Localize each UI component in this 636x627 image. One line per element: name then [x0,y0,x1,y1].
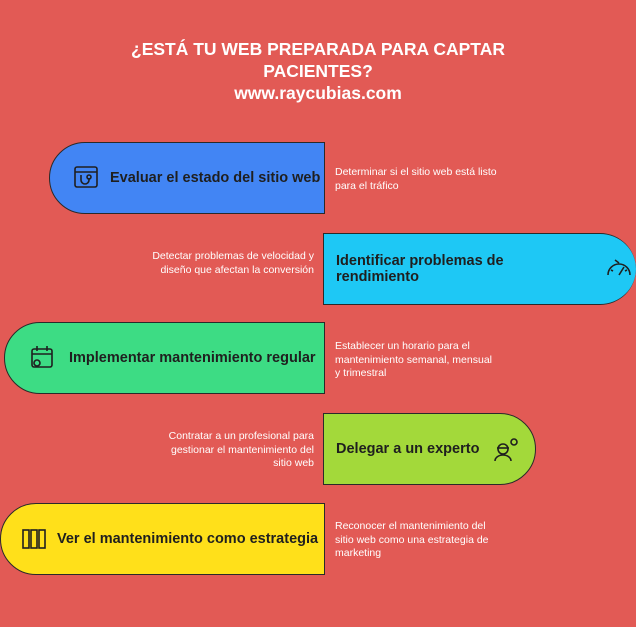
step-description: Reconocer el mantenimiento del sitio web… [335,520,489,559]
step-delegate: Delegar a un experto [323,413,536,485]
step-description: Determinar si el sitio web está listo pa… [335,166,497,192]
calendar-gear-icon [25,341,59,375]
step-evaluate: Evaluar el estado del sitio web [49,142,325,214]
title-line-1: ¿ESTÁ TU WEB PREPARADA PARA CAPTAR [131,39,505,59]
step-label: Implementar mantenimiento regular [69,350,316,366]
speedometer-icon [602,252,636,286]
step-implement: Implementar mantenimiento regular [4,322,325,394]
step-description: Detectar problemas de velocidad y diseño… [152,250,314,276]
worker-gear-icon [489,432,523,466]
step-label: Ver el mantenimiento como estrategia [57,531,319,547]
step-label: Evaluar el estado del sitio web [110,170,321,186]
website-url: www.raycubias.com [234,83,402,103]
books-icon [17,522,51,556]
step-description: Establecer un horario para el mantenimie… [335,340,492,379]
title-line-2: PACIENTES? [263,61,373,81]
step-label: Delegar a un experto [336,441,480,457]
page-title: ¿ESTÁ TU WEB PREPARADA PARA CAPTAR PACIE… [0,38,636,104]
step-strategy: Ver el mantenimiento como estrategia [0,503,325,575]
step-identify: Identificar problemas de rendimiento [323,233,636,305]
step-label: Identificar problemas de rendimiento [336,253,504,285]
stethoscope-browser-icon [70,161,104,195]
step-description: Contratar a un profesional para gestiona… [168,430,314,469]
